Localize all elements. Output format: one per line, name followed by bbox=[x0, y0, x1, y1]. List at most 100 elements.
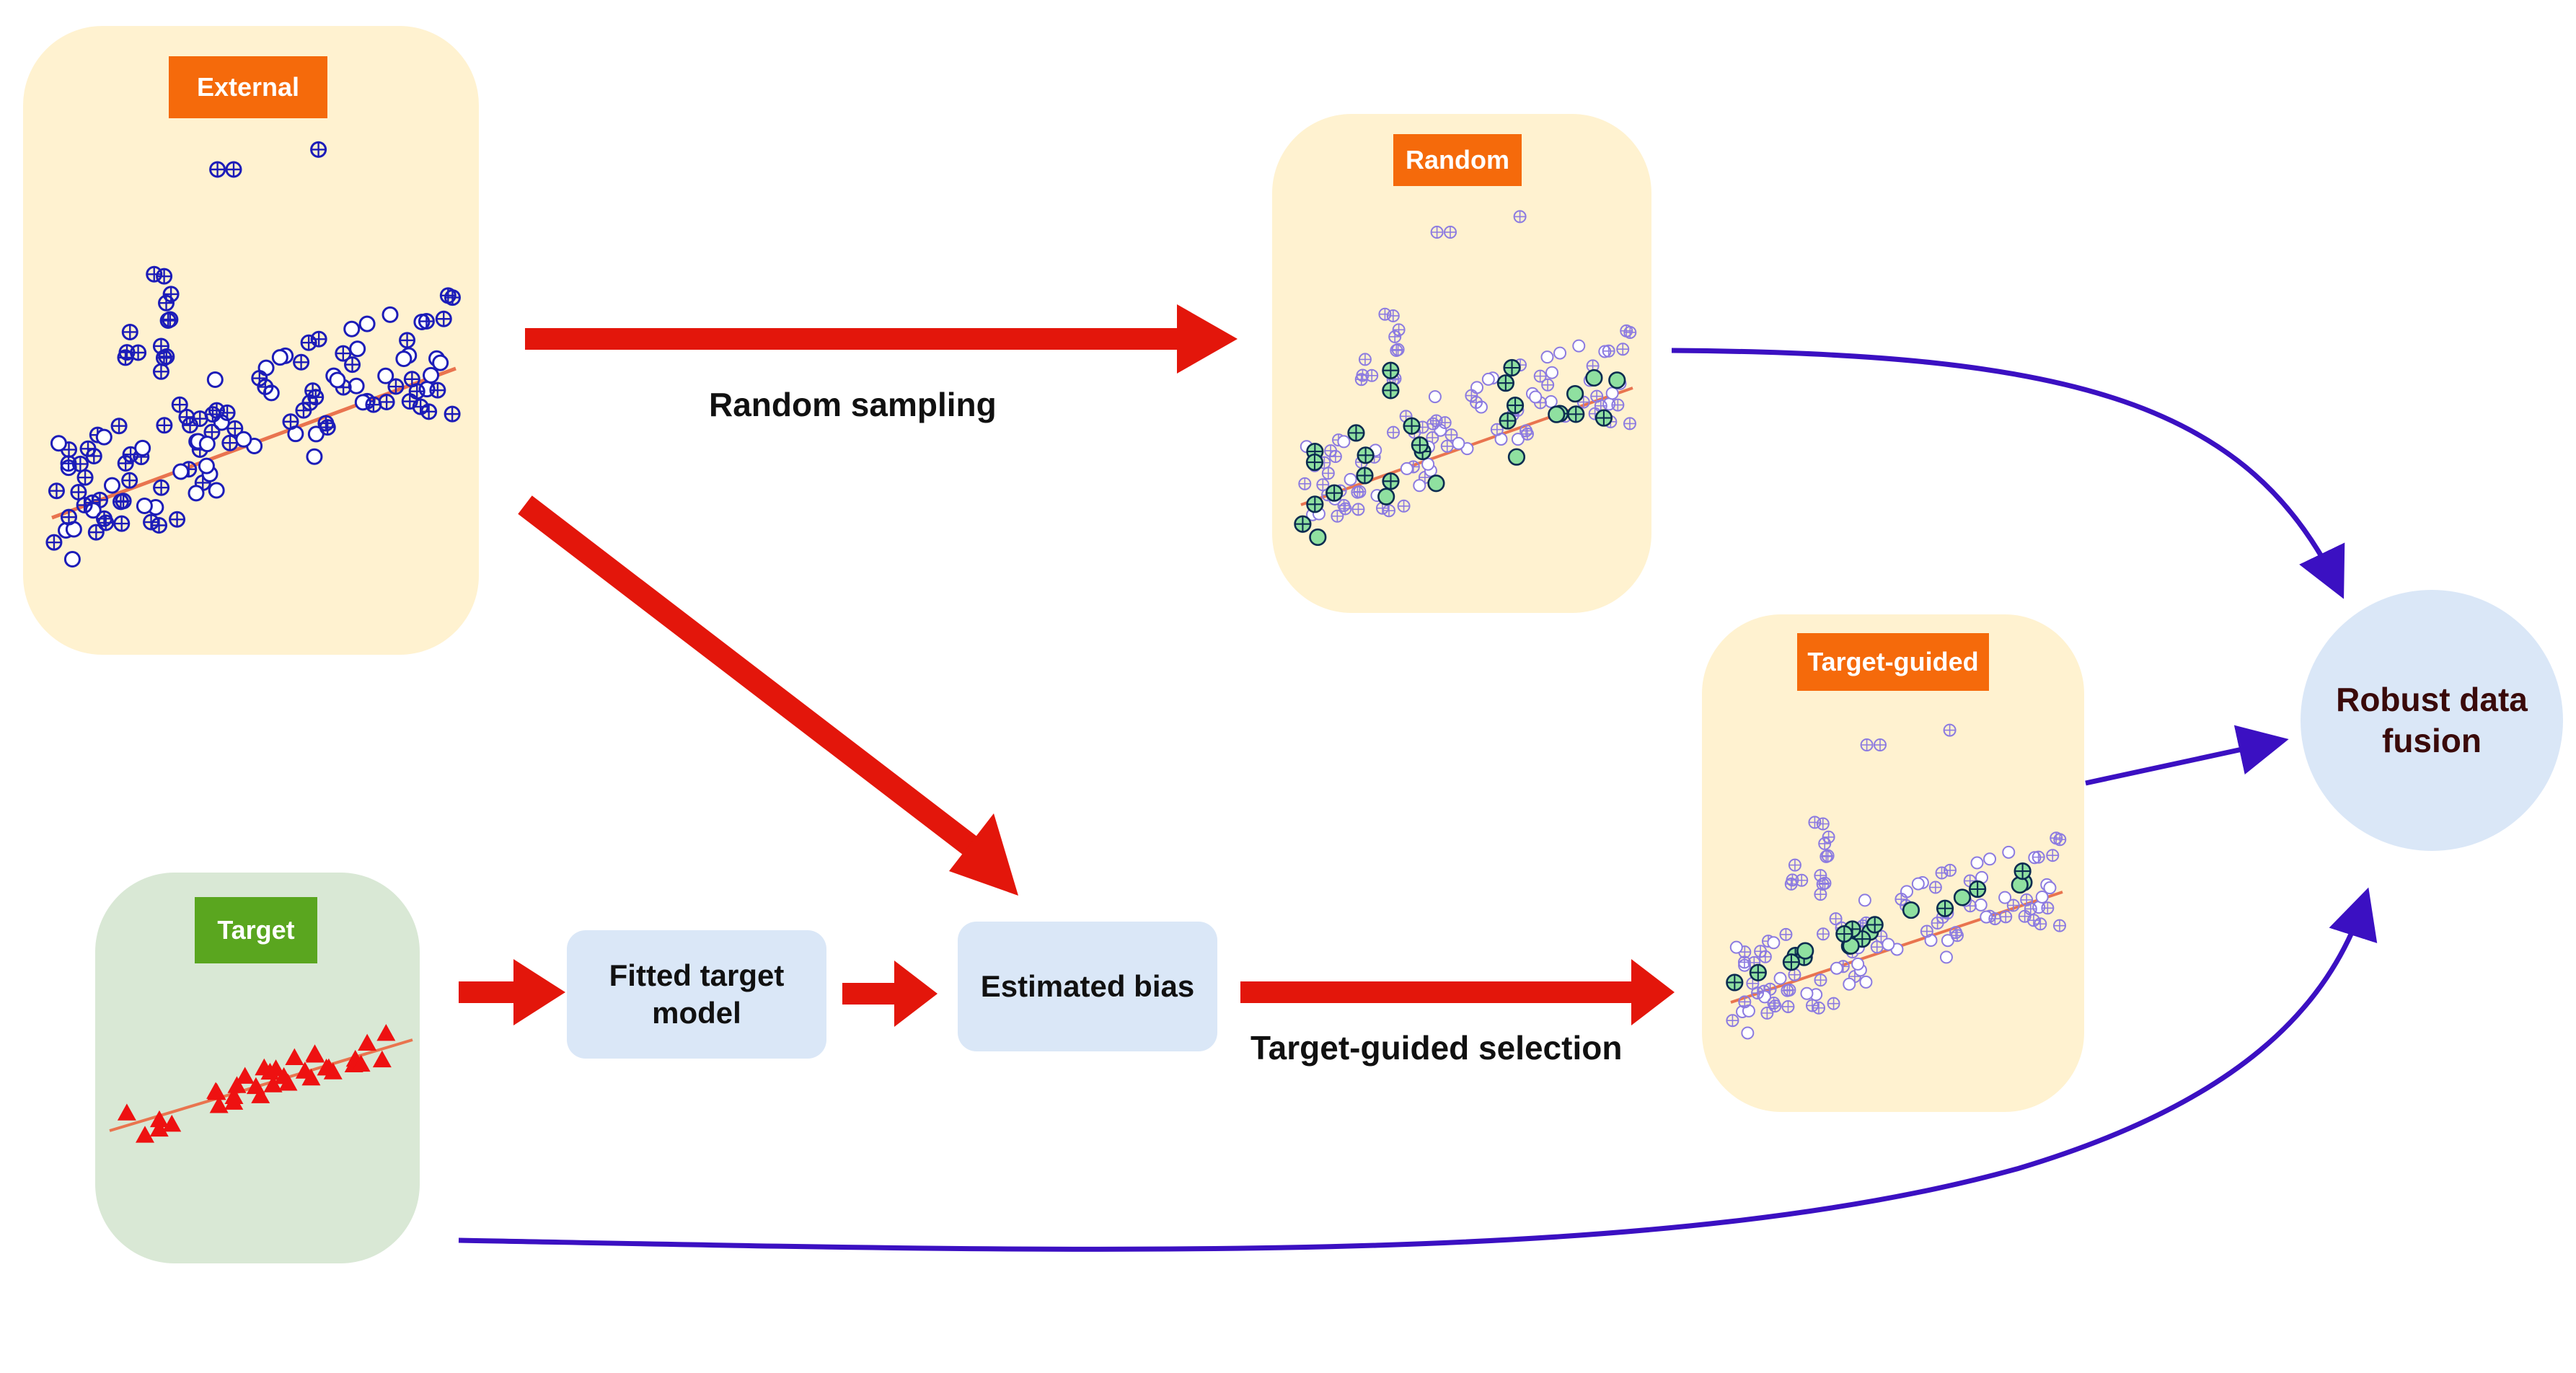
cross-point bbox=[151, 517, 168, 534]
open-point bbox=[134, 439, 151, 456]
target-point bbox=[149, 1110, 169, 1128]
selected-point bbox=[1902, 901, 1920, 919]
cross-point bbox=[1387, 425, 1401, 439]
external-tag: External bbox=[169, 56, 327, 118]
selected-point bbox=[1608, 371, 1626, 389]
cross-point bbox=[1337, 499, 1351, 513]
cross-point bbox=[1382, 504, 1395, 518]
cross-point bbox=[1623, 417, 1636, 431]
cross-point bbox=[61, 508, 78, 526]
selected-cross-point bbox=[1503, 358, 1521, 377]
selected-cross-point bbox=[1866, 916, 1884, 934]
estimated-bias-label: Estimated bias bbox=[980, 968, 1195, 1003]
cross-point bbox=[171, 396, 188, 413]
open-point bbox=[1983, 852, 1997, 866]
target-point bbox=[285, 1048, 304, 1066]
cross-point bbox=[1781, 984, 1794, 997]
cross-point bbox=[293, 353, 310, 371]
cross-point bbox=[1324, 444, 1338, 458]
open-point bbox=[1939, 950, 1953, 964]
cross-point bbox=[112, 493, 129, 511]
selected-point bbox=[1566, 384, 1584, 403]
cross-point bbox=[1784, 877, 1798, 891]
target-point bbox=[351, 1054, 371, 1072]
cross-point bbox=[76, 496, 93, 513]
selected-cross-point bbox=[1356, 467, 1374, 485]
target-point bbox=[235, 1067, 255, 1084]
cross-point bbox=[1470, 395, 1483, 409]
estimated-bias-box: Estimated bias bbox=[958, 922, 1217, 1051]
cross-point bbox=[317, 415, 335, 432]
cross-point bbox=[2006, 899, 2020, 912]
cross-point bbox=[310, 330, 327, 348]
selected-cross-point bbox=[1496, 374, 1514, 392]
open-point bbox=[208, 482, 225, 499]
cross-point bbox=[1378, 307, 1392, 321]
cross-point bbox=[1944, 863, 1957, 877]
cross-point bbox=[1821, 849, 1835, 862]
cross-point bbox=[152, 363, 169, 380]
cross-point bbox=[1814, 974, 1827, 987]
cross-point bbox=[1781, 999, 1795, 1013]
open-point bbox=[1544, 394, 1558, 408]
cross-point bbox=[60, 455, 77, 472]
external-scatter bbox=[45, 141, 461, 568]
selected-point bbox=[1548, 405, 1566, 423]
open-point bbox=[235, 431, 252, 448]
fitted-target-model-label: Fitted target model bbox=[609, 958, 785, 1030]
open-point bbox=[206, 371, 224, 388]
cross-point bbox=[1788, 858, 1801, 872]
target-point bbox=[162, 1114, 182, 1132]
cross-point bbox=[2052, 919, 2066, 932]
cross-point bbox=[87, 524, 105, 541]
red-arrow-target-guided-selection bbox=[1240, 959, 1675, 1025]
target-guided-selection-label: Target-guided selection bbox=[1250, 1029, 1623, 1067]
cross-point bbox=[378, 393, 395, 410]
cross-point bbox=[152, 337, 169, 355]
target-point bbox=[372, 1050, 392, 1068]
open-point bbox=[50, 435, 67, 452]
target-point bbox=[266, 1059, 286, 1077]
open-point bbox=[1843, 977, 1856, 991]
cross-point bbox=[1602, 344, 1615, 358]
cross-point bbox=[2041, 901, 2055, 915]
cross-point bbox=[1805, 999, 1819, 1012]
selected-cross-point bbox=[1594, 409, 1613, 427]
cross-point bbox=[1816, 817, 1830, 831]
open-point bbox=[1773, 971, 1787, 985]
cross-point bbox=[1818, 836, 1832, 850]
cross-point bbox=[1726, 1014, 1739, 1028]
cross-point bbox=[1316, 478, 1330, 492]
selected-point bbox=[1427, 474, 1445, 493]
cross-point bbox=[251, 370, 268, 387]
open-point bbox=[1758, 990, 1772, 1004]
cross-point bbox=[1444, 226, 1457, 239]
target-point bbox=[319, 1058, 338, 1076]
cross-point bbox=[1829, 912, 1843, 926]
open-point bbox=[1421, 457, 1435, 471]
open-point bbox=[377, 367, 394, 384]
cross-point bbox=[1814, 869, 1827, 883]
red-arrow-random-sampling bbox=[525, 304, 1238, 374]
open-point bbox=[1428, 390, 1442, 404]
cross-point bbox=[1351, 503, 1365, 516]
open-point bbox=[1452, 436, 1465, 450]
open-point bbox=[1974, 898, 1988, 911]
cross-point bbox=[1386, 309, 1400, 322]
cross-point bbox=[162, 311, 179, 328]
target-point bbox=[251, 1086, 270, 1103]
open-point bbox=[1553, 346, 1567, 360]
cross-point bbox=[435, 310, 452, 327]
open-point bbox=[198, 457, 215, 474]
cross-point bbox=[344, 356, 361, 374]
blue-arrow-guided-to-fusion bbox=[2085, 725, 2289, 786]
open-point bbox=[1545, 366, 1559, 379]
random-sampling-label: Random sampling bbox=[709, 386, 997, 423]
cross-point bbox=[1397, 499, 1411, 513]
cross-point bbox=[403, 371, 420, 388]
target-point bbox=[206, 1082, 226, 1099]
cross-point bbox=[1388, 330, 1402, 343]
cross-point bbox=[1738, 995, 1752, 1009]
cross-point bbox=[444, 405, 461, 423]
open-point bbox=[188, 485, 205, 502]
